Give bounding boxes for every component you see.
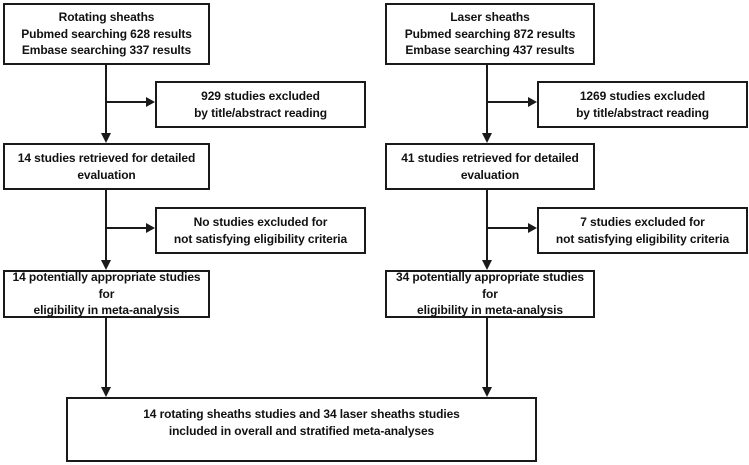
laser-appropriate-box: 34 potentially appropriate studies for e… <box>385 270 595 318</box>
arrow-rotating-branch-excluded-eligibility <box>106 223 155 233</box>
box-title: Laser sheaths <box>450 9 530 24</box>
laser-sheaths-source-box: Laser sheaths Pubmed searching 872 resul… <box>385 3 595 65</box>
arrow-laser-appropriate-to-final <box>482 318 492 397</box>
laser-excluded-eligibility-box: 7 studies excluded for not satisfying el… <box>537 207 748 254</box>
rotating-sheaths-source-box: Rotating sheaths Pubmed searching 628 re… <box>3 3 210 65</box>
box-line: 14 rotating sheaths studies and 34 laser… <box>143 407 460 421</box>
arrow-laser-branch-excluded-screening <box>487 97 537 107</box>
box-line: 14 studies retrieved for detailed <box>17 150 196 165</box>
box-line: 1269 studies excluded <box>579 88 706 103</box>
box-line: 929 studies excluded <box>201 88 320 103</box>
arrow-laser-source-to-retrieved <box>482 65 492 143</box>
box-line: not satisfying eligibility criteria <box>555 231 730 246</box>
box-line: evaluation <box>460 167 520 182</box>
rotating-excluded-eligibility-box: No studies excluded for not satisfying e… <box>155 207 366 254</box>
box-line: 34 potentially appropriate studies for <box>396 269 584 301</box>
rotating-excluded-screening-box: 929 studies excluded by title/abstract r… <box>155 81 366 128</box>
laser-retrieved-box: 41 studies retrieved for detailed evalua… <box>385 143 595 190</box>
box-line: not satisfying eligibility criteria <box>173 231 348 246</box>
rotating-retrieved-box: 14 studies retrieved for detailed evalua… <box>3 143 210 190</box>
arrow-rotating-appropriate-to-final <box>101 318 111 397</box>
box-line: eligibility in meta-analysis <box>417 303 563 318</box>
box-line: Pubmed searching 872 results <box>404 26 576 41</box>
box-line: Embase searching 437 results <box>405 43 575 58</box>
box-line: included in overall and stratified meta-… <box>168 423 435 438</box>
arrow-rotating-source-to-retrieved <box>101 65 111 143</box>
final-inclusion-box: 14 rotating sheaths studies and 34 laser… <box>66 397 537 462</box>
box-line: 41 studies retrieved for detailed <box>401 150 579 165</box>
box-line: 14 potentially appropriate studies for <box>12 269 201 301</box>
box-line: by title/abstract reading <box>576 105 709 120</box>
box-title: Rotating sheaths <box>58 9 155 24</box>
laser-excluded-screening-box: 1269 studies excluded by title/abstract … <box>537 81 748 128</box>
box-line: Pubmed searching 628 results <box>21 26 192 41</box>
box-line: 7 studies excluded for <box>580 214 705 229</box>
arrow-laser-branch-excluded-eligibility <box>487 223 537 233</box>
box-line: evaluation <box>77 167 136 182</box>
arrow-rotating-retrieved-to-appropriate <box>101 190 111 270</box>
arrow-laser-retrieved-to-appropriate <box>482 190 492 270</box>
box-line: eligibility in meta-analysis <box>33 303 180 318</box>
box-line: by title/abstract reading <box>194 105 327 120</box>
box-line: No studies excluded for <box>193 214 328 229</box>
rotating-appropriate-box: 14 potentially appropriate studies for e… <box>3 270 210 318</box>
box-line: Embase searching 337 results <box>21 43 192 58</box>
arrow-rotating-branch-excluded-screening <box>106 97 155 107</box>
